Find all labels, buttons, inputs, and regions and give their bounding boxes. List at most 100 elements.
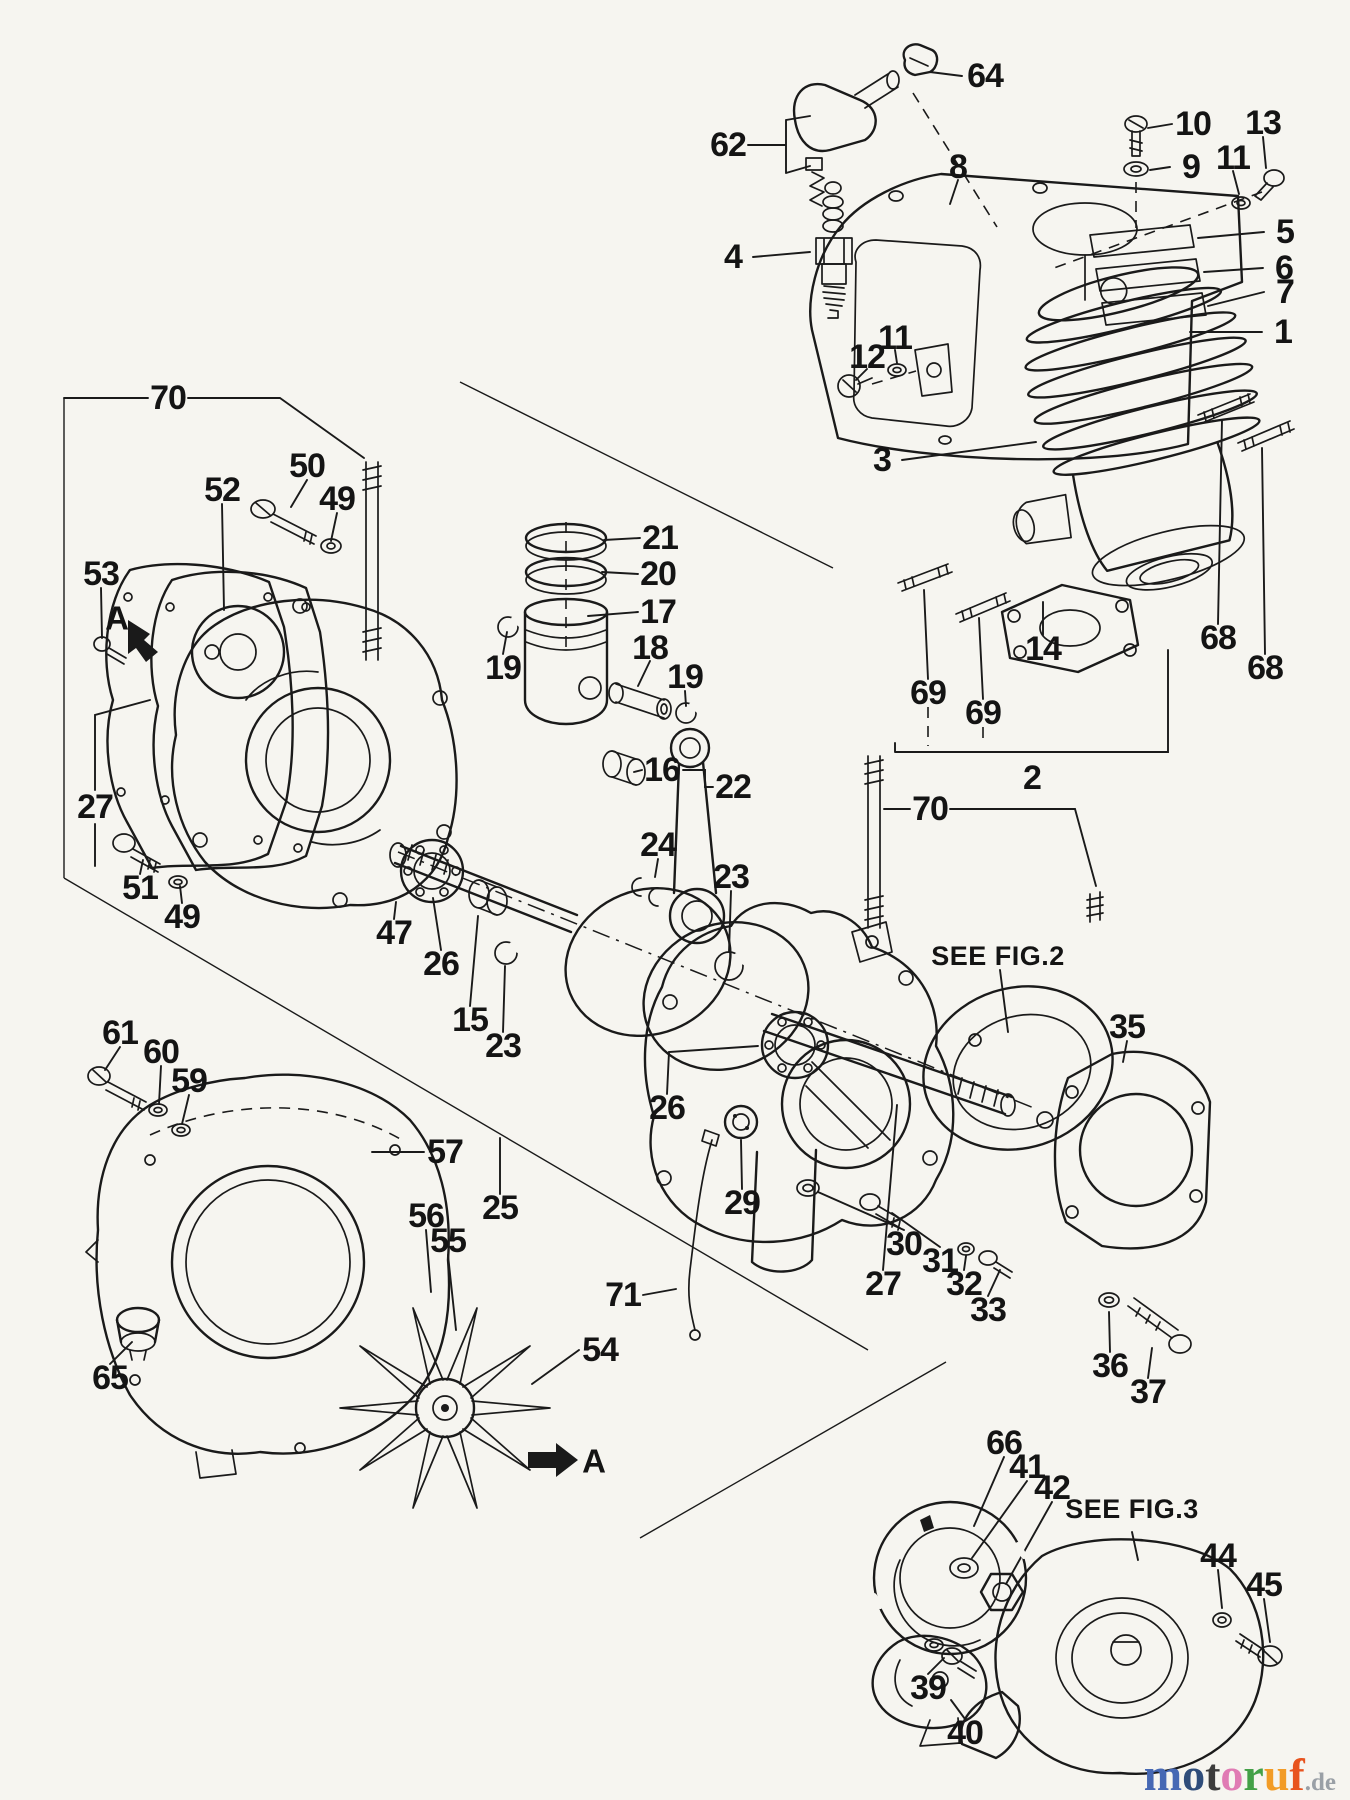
piston-pin	[608, 682, 672, 720]
part-number-label-19: 19	[667, 658, 703, 696]
part-number-label-47: 47	[376, 914, 412, 952]
part-number-label-51: 51	[122, 869, 158, 907]
breather-cap	[115, 1306, 161, 1361]
part-number-label-52: 52	[204, 471, 240, 509]
oil-seal-grommet	[723, 1104, 759, 1140]
watermark-logo: motoruf.de	[1144, 1749, 1336, 1800]
part-number-label-39: 39	[910, 1669, 946, 1707]
piston-rings	[524, 522, 608, 595]
case-bolts-right	[796, 1179, 1192, 1354]
clutch-fasteners	[924, 1612, 1283, 1679]
cylinder	[1012, 266, 1261, 591]
crankcase-left-half	[170, 598, 458, 910]
part-number-label-22: 22	[715, 768, 751, 806]
part-number-label-8: 8	[949, 148, 967, 186]
part-number-label-23: 23	[485, 1027, 521, 1065]
part-number-label-23: 23	[713, 858, 749, 896]
part-number-label-6: 6	[1275, 249, 1293, 287]
part-number-label-17: 17	[640, 593, 676, 631]
part-number-label-41: 41	[1009, 1448, 1045, 1486]
leader-lines	[63, 71, 1271, 1720]
pin-clips	[497, 616, 701, 724]
view-marker-label: A	[582, 1443, 606, 1480]
part-number-label-21: 21	[642, 519, 678, 557]
part-number-label-31: 31	[922, 1242, 958, 1280]
part-number-label-71: 71	[605, 1276, 641, 1314]
figure-reference-note: SEE FIG.3	[1065, 1494, 1199, 1524]
piston	[523, 597, 609, 726]
figure-reference-note: SEE FIG.2	[931, 941, 1065, 971]
cylinder-studs	[897, 393, 1295, 623]
part-number-label-55: 55	[430, 1222, 466, 1260]
crankcase-right-half	[643, 755, 1104, 1273]
part-number-label-4: 4	[724, 238, 743, 276]
ignition-coil-boot	[792, 70, 900, 207]
part-number-label-68: 68	[1200, 619, 1236, 657]
watermark-letter: o	[1182, 1749, 1205, 1800]
part-number-label-2: 2	[1023, 759, 1041, 797]
watermark-letter: o	[1220, 1749, 1243, 1800]
part-number-label-33: 33	[970, 1291, 1006, 1329]
cylinder-base-gasket	[1000, 583, 1140, 674]
watermark-suffix: .de	[1305, 1769, 1336, 1796]
fan-shroud	[809, 172, 1244, 461]
part-number-label-56: 56	[408, 1197, 444, 1235]
housing-bolts	[87, 1066, 191, 1137]
part-number-label-50: 50	[289, 447, 325, 485]
watermark-letter: u	[1264, 1749, 1290, 1800]
part-number-label-13: 13	[1245, 104, 1281, 142]
part-number-label-44: 44	[1200, 1537, 1237, 1575]
part-number-label-70: 70	[150, 379, 186, 417]
part-number-label-1: 1	[1274, 313, 1292, 351]
part-number-label-42: 42	[1034, 1469, 1070, 1507]
part-number-label-15: 15	[452, 1001, 488, 1039]
view-arrow-icon	[528, 1443, 578, 1477]
part-number-label-66: 66	[986, 1424, 1022, 1462]
part-number-label-25: 25	[482, 1189, 518, 1227]
part-number-label-32: 32	[946, 1265, 982, 1303]
part-number-label-53: 53	[83, 555, 119, 593]
construction-lines	[63, 92, 1263, 1539]
main-bearing-right	[760, 1010, 830, 1080]
part-number-label-27: 27	[865, 1265, 901, 1303]
part-number-label-45: 45	[1246, 1566, 1282, 1604]
starter-pawl-bracket	[871, 1634, 988, 1747]
part-number-label-19: 19	[485, 649, 521, 687]
part-number-label-65: 65	[92, 1359, 128, 1397]
view-markers: AA	[105, 600, 606, 1480]
part-number-label-40: 40	[947, 1714, 983, 1752]
part-number-label-62: 62	[710, 126, 746, 164]
part-number-label-18: 18	[632, 629, 668, 667]
connecting-rod	[669, 727, 718, 895]
clutch-nut	[979, 1572, 1025, 1612]
part-number-label-3: 3	[873, 441, 891, 479]
part-number-label-68: 68	[1247, 649, 1283, 687]
backing-plate	[1053, 1050, 1212, 1250]
part-number-label-24: 24	[640, 826, 677, 864]
crankshaft	[389, 842, 1016, 1117]
part-number-label-64: 64	[967, 57, 1004, 95]
spark-plug	[815, 181, 853, 319]
part-number-label-49: 49	[319, 480, 355, 518]
snap-rings	[494, 941, 747, 981]
part-number-label-10: 10	[1175, 105, 1211, 143]
flywheel-rotor	[922, 985, 1114, 1151]
part-number-label-12: 12	[849, 338, 885, 376]
part-number-label-30: 30	[886, 1225, 922, 1263]
left-case-fasteners	[93, 461, 382, 889]
part-number-label-36: 36	[1092, 1347, 1128, 1385]
part-number-label-20: 20	[640, 555, 676, 593]
woodruff-keys	[631, 877, 659, 907]
part-number-label-26: 26	[423, 945, 459, 983]
part-number-label-29: 29	[724, 1184, 760, 1222]
part-number-label-59: 59	[171, 1062, 207, 1100]
cable-clamp	[902, 43, 939, 77]
part-number-label-9: 9	[1182, 148, 1200, 186]
part-number-label-57: 57	[427, 1133, 463, 1171]
part-number-label-60: 60	[143, 1033, 179, 1071]
part-number-label-69: 69	[965, 694, 1001, 732]
head-baffle-plates	[1089, 224, 1207, 326]
